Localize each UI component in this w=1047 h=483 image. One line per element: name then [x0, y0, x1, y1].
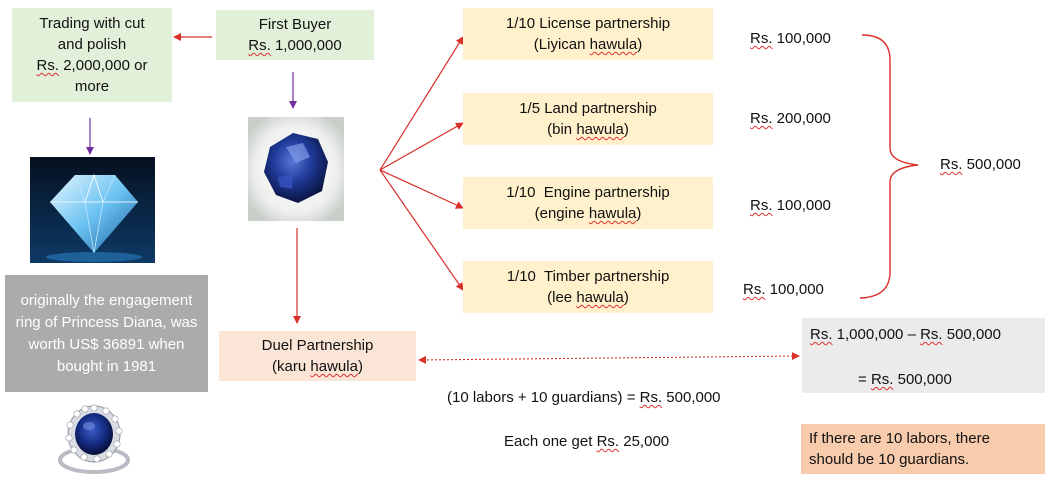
partnership-timber-sub-post: ) [623, 289, 629, 306]
calc-box: Rs. 1,000,000 – Rs. 500,000 = Rs. 500,00… [802, 318, 1045, 393]
trading-line-4: more [74, 78, 110, 95]
trading-box: Trading with cut and polish Rs. 2,000,00… [12, 8, 172, 102]
right-brace [859, 34, 919, 299]
partnership-engine-sub-pre: (engine [534, 205, 589, 222]
arrow-gem-to-license [379, 36, 464, 171]
trading-currency: Rs. [36, 57, 60, 74]
partnership-license-box: 1/10 License partnership (Liyican hawula… [463, 8, 713, 60]
each-one-share: Each one get Rs. 25,000 [504, 433, 670, 450]
amount-license: Rs. 100,000 [750, 30, 831, 47]
partnership-land-sub-pre: (bin [547, 121, 577, 138]
partnership-timber-title: 1/10 Timber partnership [506, 268, 670, 285]
first-buyer-currency: Rs. [248, 37, 271, 54]
partnership-land-box: 1/5 Land partnership (bin hawula) [463, 93, 713, 145]
duel-sub-hawula: hawula [310, 358, 358, 375]
duel-partnership-title: Duel Partnership [261, 337, 374, 354]
trading-line-1: Trading with cut [39, 15, 145, 32]
first-buyer-box: First Buyer Rs. 1,000,000 [216, 10, 374, 60]
arrow-gem-to-timber [379, 169, 464, 291]
amount-engine: Rs. 100,000 [750, 197, 831, 214]
partnership-land-title: 1/5 Land partnership [519, 100, 657, 117]
arrow-gem-to-engine [379, 169, 464, 209]
guardians-note-text: If there are 10 labors, there should be … [809, 430, 990, 468]
partnership-timber-box: 1/10 Timber partnership (lee hawula) [463, 261, 713, 313]
amount-timber: Rs. 100,000 [743, 281, 824, 298]
sapphire-ring-icon [50, 402, 138, 478]
guardians-note-box: If there are 10 labors, there should be … [801, 424, 1045, 474]
partnership-license-sub-post: ) [637, 36, 643, 53]
trading-line-3-rest: 2,000,000 or [59, 57, 148, 74]
partnership-license-sub-pre: (Liyican [533, 36, 590, 53]
duel-partnership-box: Duel Partnership (karu hawula) [219, 331, 416, 381]
partnership-engine-sub-post: ) [636, 205, 642, 222]
diana-note-text: originally the engagement ring of Prince… [15, 291, 198, 375]
first-buyer-amount: 1,000,000 [270, 37, 342, 54]
labors-equation: (10 labors + 10 guardians) = Rs. 500,000 [447, 389, 721, 406]
partnership-engine-box: 1/10 Engine partnership (engine hawula) [463, 177, 713, 229]
duel-sub-post: ) [357, 358, 363, 375]
partnership-license-sub-hawula: hawula [589, 36, 638, 53]
partnership-timber-sub-pre: (lee [547, 289, 577, 306]
trading-line-2: and polish [57, 36, 127, 53]
duel-sub-pre: (karu [272, 358, 311, 375]
blue-sapphire-rough-icon [248, 117, 344, 221]
amount-land: Rs. 200,000 [750, 110, 831, 127]
first-buyer-title: First Buyer [258, 16, 332, 33]
partnership-land-sub-hawula: hawula [576, 121, 624, 138]
partnership-land-sub-post: ) [623, 121, 629, 138]
partnership-timber-sub-hawula: hawula [576, 289, 624, 306]
calc-line-2: = Rs. 500,000 [858, 371, 952, 388]
partnership-engine-title: 1/10 Engine partnership [506, 184, 670, 201]
cut-diamond-icon [30, 157, 155, 263]
calc-line-1: Rs. 1,000,000 – Rs. 500,000 [810, 326, 1001, 343]
arrow-gem-to-land [379, 122, 464, 171]
dotted-double-arrow [418, 352, 800, 364]
total-share: Rs. 500,000 [940, 156, 1021, 173]
diana-note-box: originally the engagement ring of Prince… [5, 275, 208, 392]
partnership-engine-sub-hawula: hawula [588, 205, 637, 222]
partnership-license-title: 1/10 License partnership [505, 15, 671, 32]
